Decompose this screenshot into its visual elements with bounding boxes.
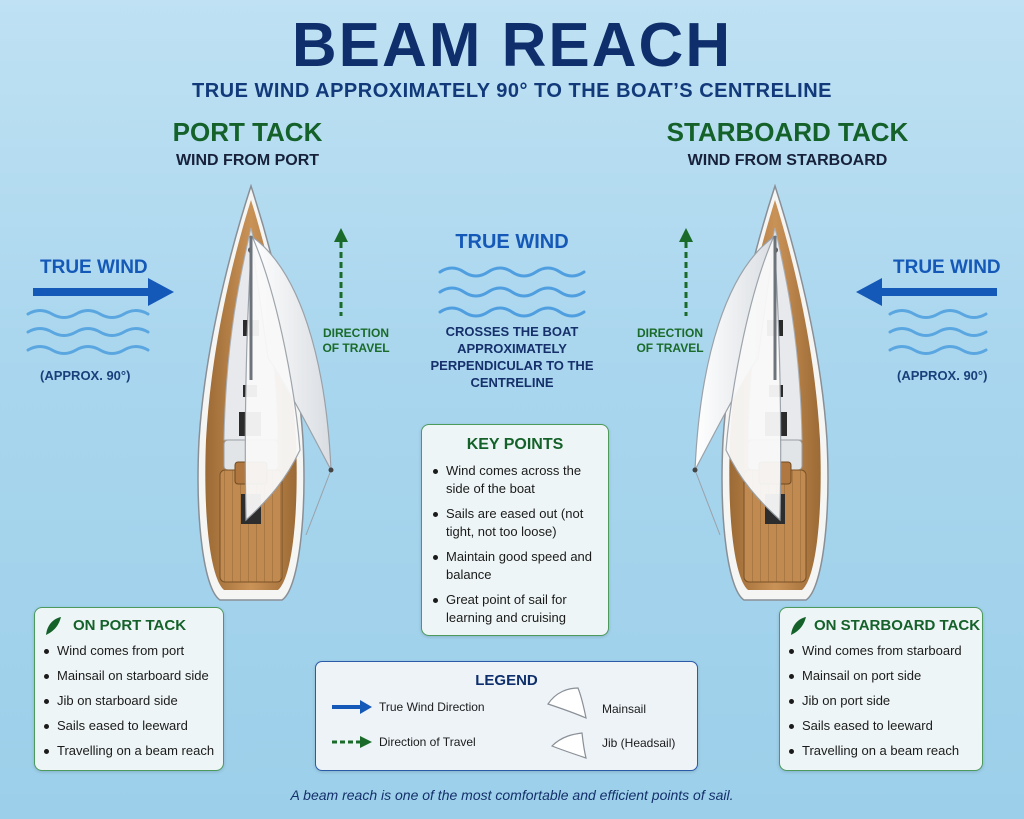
port-panel-title: ON PORT TACK bbox=[73, 617, 187, 634]
page-subtitle: TRUE WIND APPROXIMATELY 90° TO THE BOAT’… bbox=[192, 80, 832, 102]
page-title: BEAM REACH bbox=[291, 11, 733, 80]
list-item: Jib on port side bbox=[788, 692, 978, 717]
port-wind-waves bbox=[26, 309, 150, 355]
footer-caption: A beam reach is one of the most comforta… bbox=[290, 787, 734, 803]
starboard-tack-title: STARBOARD TACK bbox=[666, 117, 909, 147]
travel-arrow-icon bbox=[332, 736, 372, 748]
list-item: Wind comes from port bbox=[43, 642, 219, 667]
legend-direction: Direction of Travel bbox=[379, 735, 476, 749]
list-item: Mainsail on starboard side bbox=[43, 667, 219, 692]
starboard-panel-title: ON STARBOARD TACK bbox=[814, 617, 981, 634]
port-points-list: Wind comes from port Mainsail on starboa… bbox=[43, 642, 219, 767]
key-points-title: KEY POINTS bbox=[466, 436, 564, 453]
key-point-item: Wind comes across the side of the boat bbox=[432, 462, 602, 498]
port-tack-title: PORT TACK bbox=[172, 117, 323, 147]
starboard-wind-waves bbox=[888, 309, 988, 355]
center-wind-waves bbox=[438, 266, 586, 318]
legend-panel: LEGEND True Wind Direction Direction of … bbox=[315, 661, 698, 771]
legend-mainsail: Mainsail bbox=[602, 702, 647, 716]
starboard-tack-panel: ON STARBOARD TACK Wind comes from starbo… bbox=[779, 607, 983, 771]
key-point-item: Maintain good speed and balance bbox=[432, 548, 602, 584]
key-points-panel: KEY POINTS Wind comes across the side of… bbox=[421, 424, 609, 636]
starboard-approx-angle: (APPROX. 90°) bbox=[897, 368, 988, 383]
legend-title: LEGEND bbox=[475, 672, 538, 689]
list-item: Sails eased to leeward bbox=[788, 717, 978, 742]
list-item: Travelling on a beam reach bbox=[788, 742, 978, 767]
starboard-wind-arrow bbox=[856, 278, 997, 306]
port-true-wind-label: TRUE WIND bbox=[40, 257, 148, 278]
wind-arrow-icon bbox=[332, 700, 372, 714]
list-item: Wind comes from starboard bbox=[788, 642, 978, 667]
jib-icon bbox=[550, 732, 587, 759]
legend-jib: Jib (Headsail) bbox=[602, 736, 676, 750]
port-direction-label: DIRECTION OF TRAVEL bbox=[322, 326, 390, 355]
port-tack-panel: ON PORT TACK Wind comes from port Mainsa… bbox=[34, 607, 224, 771]
key-point-item: Sails are eased out (not tight, not too … bbox=[432, 505, 602, 541]
port-wind-arrow bbox=[33, 278, 174, 306]
sail-icon bbox=[791, 617, 806, 635]
port-direction-arrow bbox=[334, 228, 348, 316]
sail-icon bbox=[46, 617, 61, 635]
list-item: Jib on starboard side bbox=[43, 692, 219, 717]
list-item: Travelling on a beam reach bbox=[43, 742, 219, 767]
legend-true-wind: True Wind Direction bbox=[379, 700, 485, 714]
list-item: Sails eased to leeward bbox=[43, 717, 219, 742]
port-tack-subtitle: WIND FROM PORT bbox=[175, 152, 320, 169]
starboard-tack-subtitle: WIND FROM STARBOARD bbox=[687, 152, 888, 169]
center-wind-description: CROSSES THE BOAT APPROXIMATELY PERPENDIC… bbox=[430, 324, 594, 390]
starboard-tack-boat bbox=[692, 183, 829, 601]
starboard-direction-arrow bbox=[679, 228, 693, 316]
starboard-points-list: Wind comes from starboard Mainsail on po… bbox=[788, 642, 978, 767]
port-approx-angle: (APPROX. 90°) bbox=[40, 368, 131, 383]
key-points-list: Wind comes across the side of the boat S… bbox=[432, 462, 602, 634]
center-true-wind-label: TRUE WIND bbox=[455, 231, 569, 253]
starboard-true-wind-label: TRUE WIND bbox=[893, 257, 1001, 278]
key-point-item: Great point of sail for learning and cru… bbox=[432, 591, 602, 627]
list-item: Mainsail on port side bbox=[788, 667, 978, 692]
starboard-direction-label: DIRECTION OF TRAVEL bbox=[636, 326, 704, 355]
mainsail-icon bbox=[547, 687, 587, 720]
port-tack-boat bbox=[197, 183, 334, 601]
